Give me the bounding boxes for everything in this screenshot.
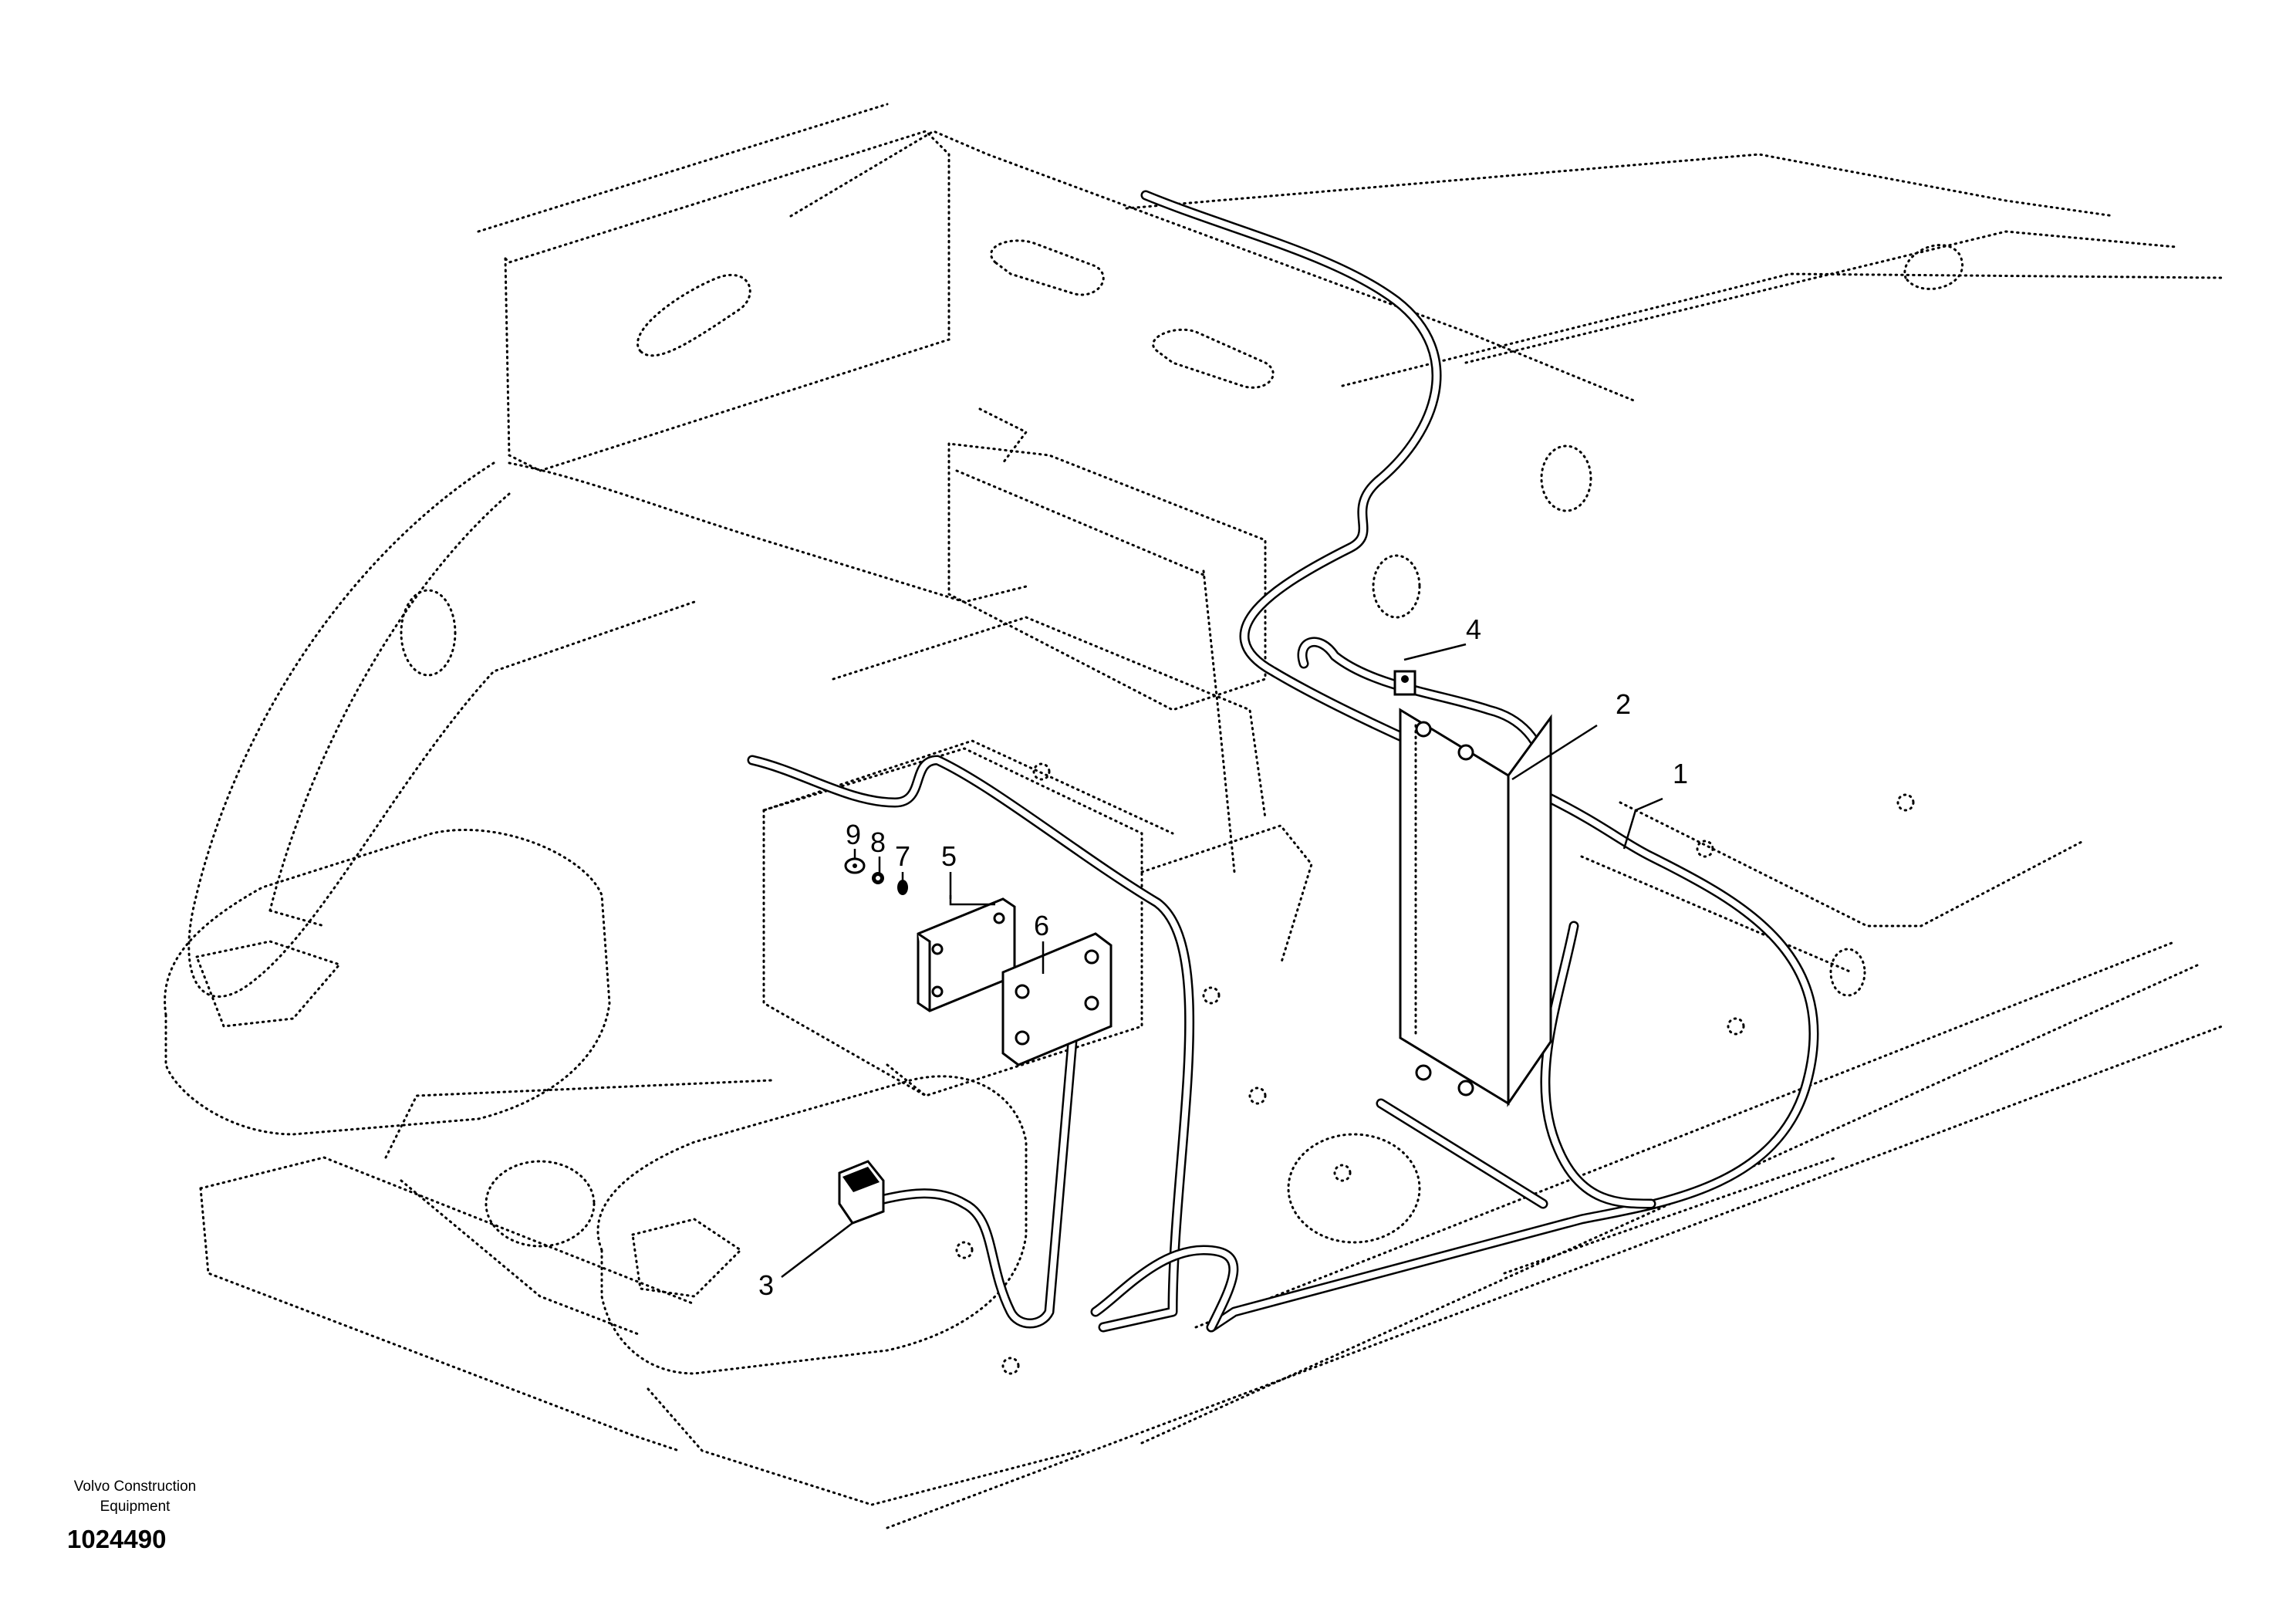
leader-lines [781,643,1663,1278]
company-name-line2: Equipment [100,1499,171,1515]
callout-1: 1 [1673,758,1688,789]
callout-5: 5 [941,840,957,872]
callout-2: 2 [1616,688,1631,720]
cable-harness [747,190,1819,1333]
callout-labels: 1 2 3 4 5 6 7 8 9 [758,613,1688,1301]
item-9-screw [844,857,866,874]
item-7-nut [897,880,908,895]
callout-6: 6 [1034,910,1049,941]
item-6-plate [1001,932,1113,1066]
callout-9: 9 [846,819,861,850]
item-8-washer [872,872,884,884]
item-5-cover-plate [917,897,1016,1012]
callout-3: 3 [758,1269,774,1301]
footer-block: Volvo Construction Equipment 1024490 [67,1478,196,1553]
company-name-line1: Volvo Construction [74,1478,196,1495]
callout-7: 7 [895,840,910,872]
drawing-number: 1024490 [67,1525,166,1553]
callout-4: 4 [1466,613,1481,645]
callout-8: 8 [870,826,886,858]
machine-frame-outline [164,103,2223,1529]
item-2-panel [1399,708,1552,1107]
item-3-connector [838,1160,885,1225]
item-4-clamp [1393,670,1416,696]
